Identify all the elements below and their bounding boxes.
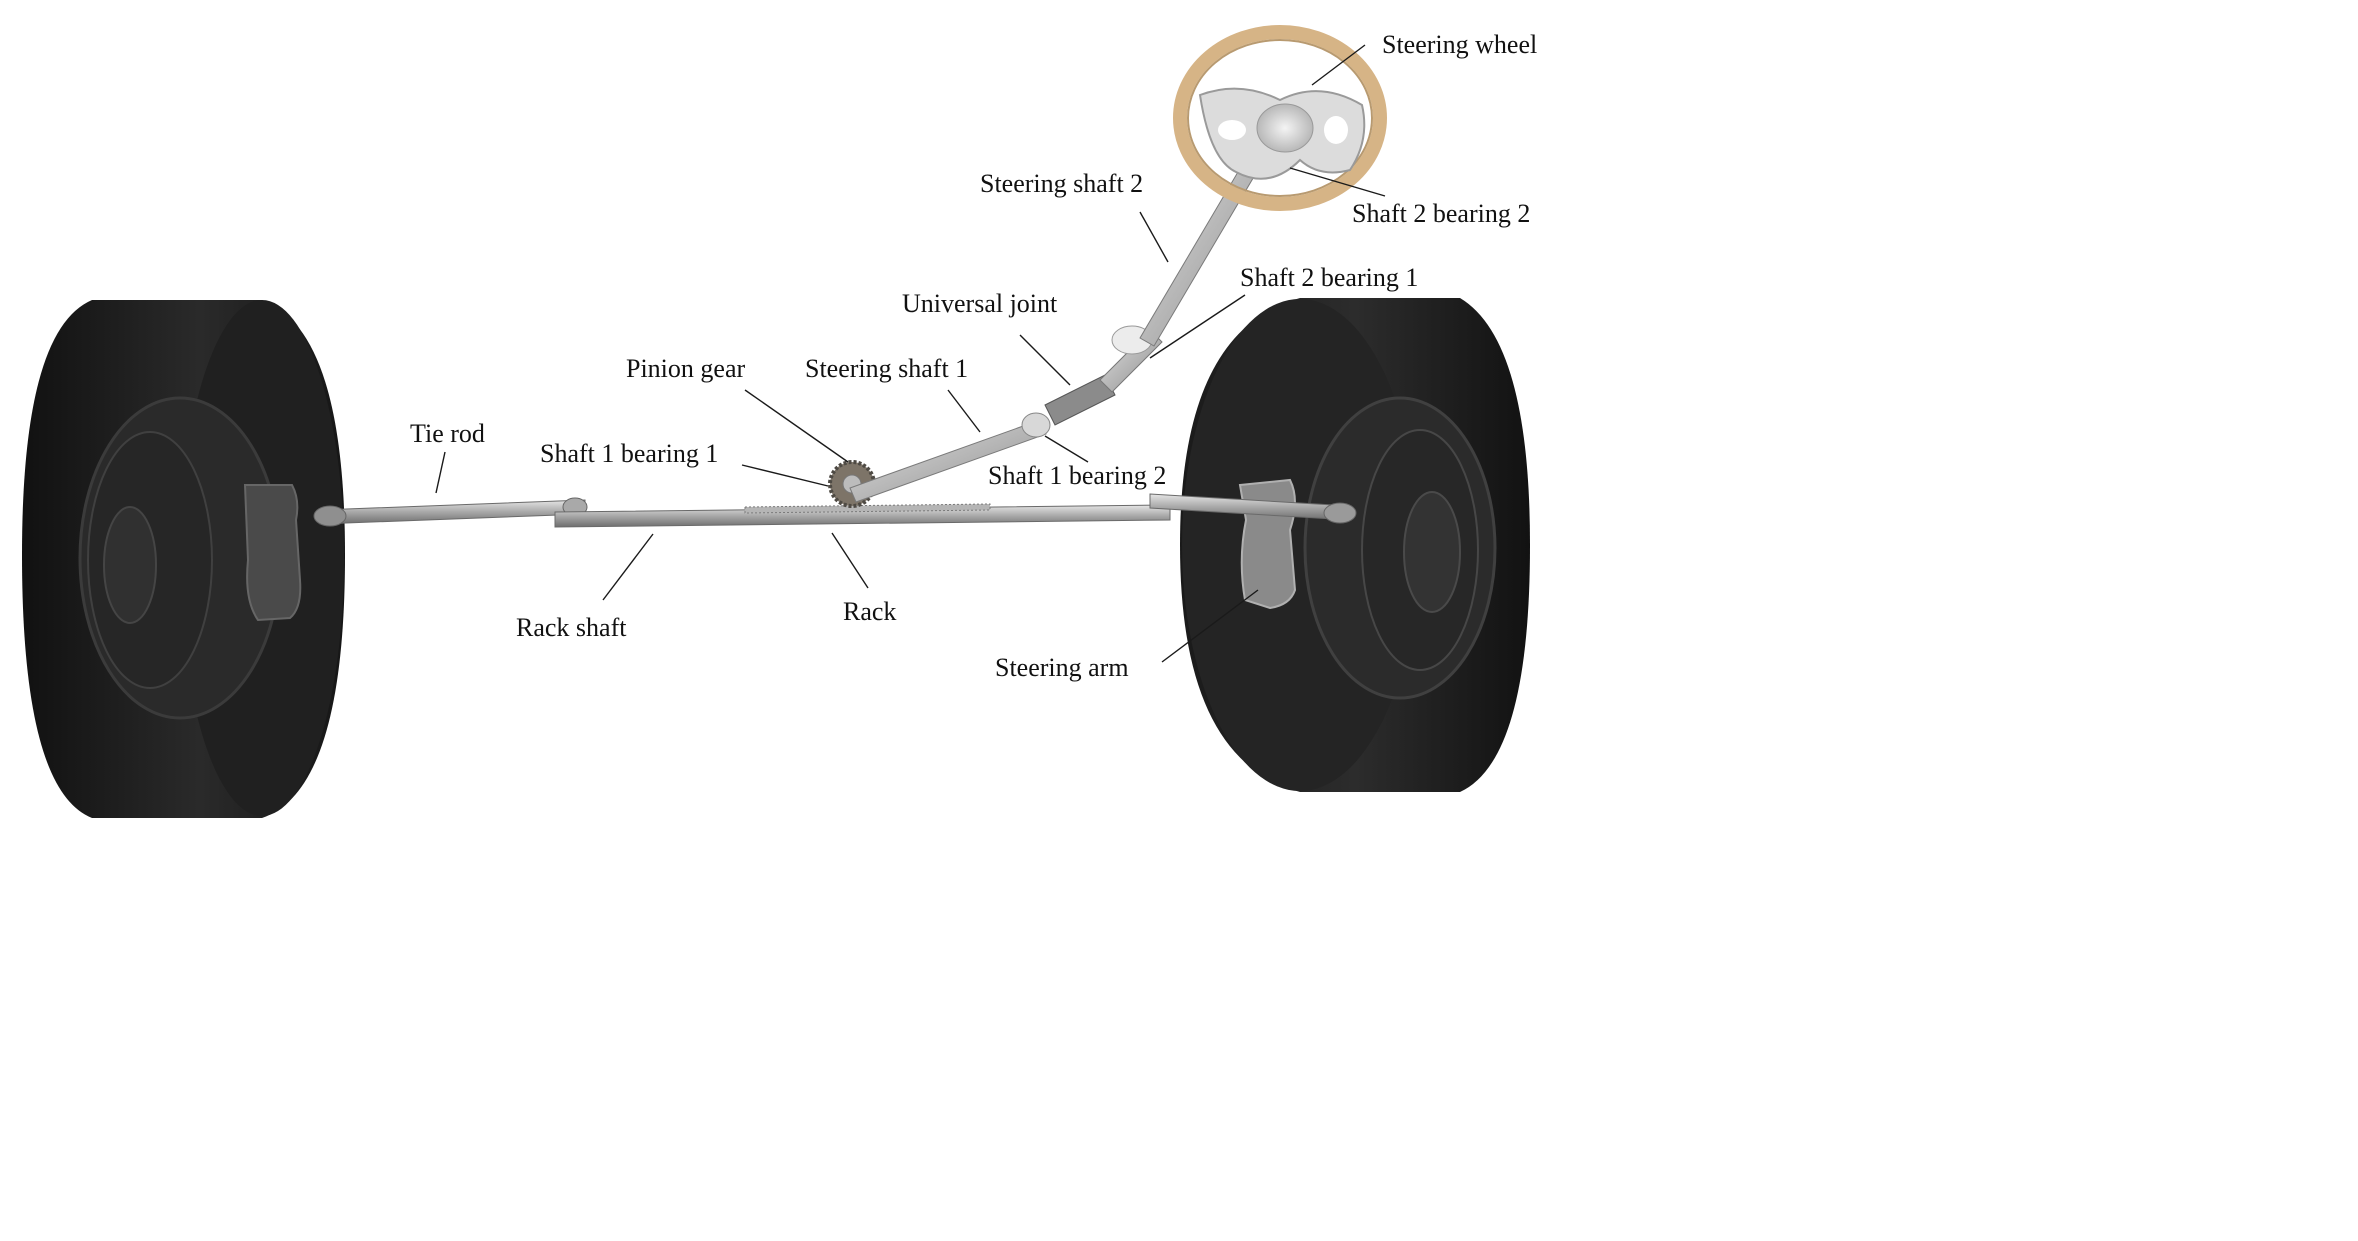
steering-system-diagram: Steering wheel Steering shaft 2 Shaft 2 … [22,25,1537,818]
label-steering-shaft-1: Steering shaft 1 [805,354,968,383]
right-tie-rod-end [1323,502,1357,524]
label-tie-rod: Tie rod [410,419,485,448]
steering-wheel-opening-3 [1273,70,1317,90]
leader-steering-wheel [1311,44,1366,86]
leader-tie-rod [435,451,446,494]
label-rack: Rack [843,597,896,626]
label-universal-joint: Universal joint [902,289,1058,318]
leader-rack [831,532,869,589]
leader-universal-joint [1019,334,1071,386]
left-tie-rod [319,499,586,525]
universal-joint-part [1044,374,1116,426]
steering-shaft-2-part [1139,154,1263,347]
labels: Steering wheel Steering shaft 2 Shaft 2 … [410,30,1537,682]
label-shaft-1-bearing-2: Shaft 1 bearing 2 [988,461,1166,490]
leader-rack-shaft [602,533,654,601]
label-shaft-2-bearing-2: Shaft 2 bearing 2 [1352,199,1530,228]
label-shaft-1-bearing-1: Shaft 1 bearing 1 [540,439,718,468]
steering-column [828,154,1263,508]
label-steering-shaft-2: Steering shaft 2 [980,169,1143,198]
label-steering-arm: Steering arm [995,653,1129,682]
leader-steering-arm [1161,589,1259,663]
steering-wheel-opening-2 [1324,116,1348,144]
steering-wheel-opening-1 [1218,120,1246,140]
shaft-1-bearing-2-part [1021,412,1051,438]
right-hub [1403,491,1461,613]
label-pinion-gear: Pinion gear [626,354,745,383]
leader-shaft-2-bearing-1 [1149,294,1246,359]
right-wheel [1180,298,1530,792]
leader-shaft-1-bearing-1 [741,464,829,487]
leader-pinion-gear [744,389,849,463]
left-wheel [22,300,345,818]
rack-assembly [313,493,1357,528]
label-steering-wheel: Steering wheel [1382,30,1537,59]
leader-shaft-2-bearing-2 [1289,167,1386,197]
leader-steering-shaft-1 [947,389,981,433]
label-shaft-2-bearing-1: Shaft 2 bearing 1 [1240,263,1418,292]
leader-shaft-1-bearing-2 [1044,435,1089,463]
rack-teeth [744,503,991,514]
leader-lines [435,44,1386,663]
steering-wheel-rim [1173,25,1387,211]
label-rack-shaft: Rack shaft [516,613,627,642]
left-knuckle [243,484,302,622]
leader-steering-shaft-2 [1139,211,1169,263]
steering-wheel-rim-edge [1187,39,1373,197]
left-tie-rod-end [313,505,347,527]
right-steering-arm-part [1238,478,1297,610]
steering-wheel-part [1173,25,1387,211]
left-hub [103,506,157,624]
steering-wheel-hub [1256,103,1314,153]
